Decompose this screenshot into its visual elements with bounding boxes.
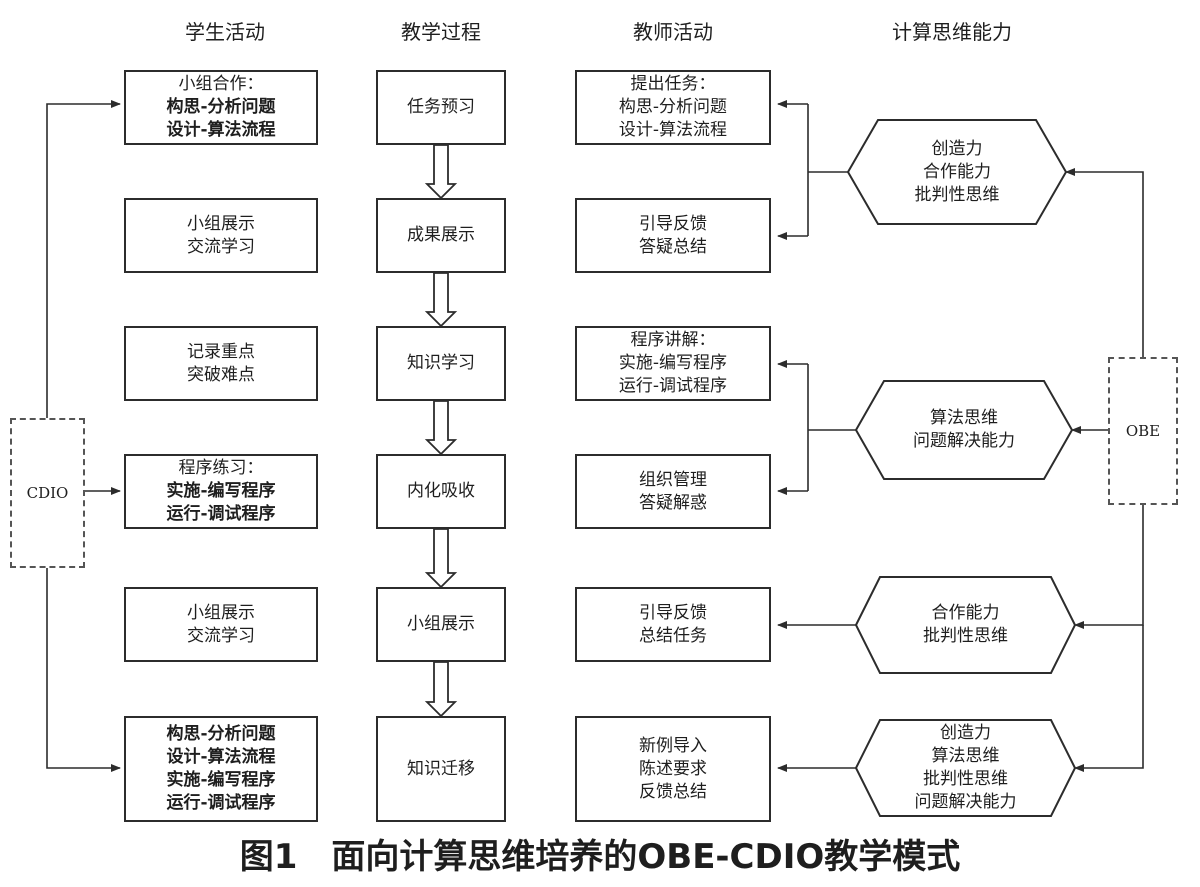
process-flow-arrows — [424, 144, 458, 718]
cdio-to-final-practice-arrow — [46, 568, 121, 772]
teacher-box-6-line: 新例导入 — [639, 735, 707, 756]
ability-to-teacher-connectors — [777, 100, 856, 772]
obe-connectors — [1065, 168, 1144, 772]
teacher-box-4-line: 组织管理 — [639, 469, 707, 490]
process-box-2: 成果展示 — [376, 198, 506, 273]
obe-to-ability4-arrow — [1074, 625, 1144, 772]
ability-3-line: 批判性思维 — [923, 626, 1008, 646]
obe-label: OBE — [1125, 421, 1161, 440]
ability-1-label: 创造力 合作能力 批判性思维 — [878, 120, 1036, 224]
cdio-box: CDIO — [10, 418, 85, 568]
cdio-label: CDIO — [26, 483, 69, 502]
teacher-box-2: 引导反馈 答疑总结 — [575, 198, 771, 273]
ability-1-line: 创造力 — [931, 138, 983, 159]
ability-3-label: 合作能力 批判性思维 — [880, 577, 1051, 673]
student-box-1-line: 设计-算法流程 — [166, 120, 276, 140]
cdio-to-group-cooperation-arrow — [46, 100, 121, 418]
process-down-arrow-4 — [424, 528, 458, 589]
ability-1-line: 合作能力 — [923, 161, 991, 182]
ability-hexagon-4 — [854, 719, 1077, 817]
header-computational-thinking: 计算思维能力 — [892, 20, 1012, 44]
process-down-arrow-2 — [424, 272, 458, 328]
teacher-box-5-line: 总结任务 — [639, 625, 707, 646]
process-box-3-label: 知识学习 — [407, 353, 475, 373]
obe-to-ability1-arrow — [1065, 168, 1144, 357]
ability-4-line: 批判性思维 — [923, 769, 1008, 789]
teacher-box-4-line: 答疑解惑 — [639, 492, 707, 513]
student-box-4-line: 程序练习： — [178, 458, 264, 478]
process-box-6-label: 知识迁移 — [407, 758, 475, 779]
obe-to-ability3-arrow — [1074, 505, 1144, 629]
ability-hexagon-1 — [846, 119, 1068, 225]
teacher-box-1-line: 设计-算法流程 — [618, 120, 728, 140]
teacher-box-6-line: 反馈总结 — [639, 781, 707, 802]
figure-caption: 图1 面向计算思维培养的OBE-CDIO教学模式 — [239, 837, 961, 877]
teacher-box-6: 新例导入 陈述要求 反馈总结 — [575, 716, 771, 822]
student-box-3: 记录重点 突破难点 — [124, 326, 318, 401]
teacher-box-3: 程序讲解： 实施-编写程序 运行-调试程序 — [575, 326, 771, 401]
student-box-5: 小组展示 交流学习 — [124, 587, 318, 662]
obe-box: OBE — [1108, 357, 1178, 505]
ability-2-line: 问题解决能力 — [913, 431, 1015, 451]
student-box-5-line: 交流学习 — [187, 625, 255, 646]
process-box-6: 知识迁移 — [376, 716, 506, 822]
student-box-2-line: 小组展示 — [187, 213, 255, 234]
teacher-box-1-line: 提出任务： — [630, 74, 716, 94]
process-box-4: 内化吸收 — [376, 454, 506, 529]
student-box-4-line: 运行-调试程序 — [166, 504, 276, 524]
ability-2-label: 算法思维 问题解决能力 — [884, 381, 1044, 479]
student-box-6: 构思-分析问题 设计-算法流程 实施-编写程序 运行-调试程序 — [124, 716, 318, 822]
student-box-4-line: 实施-编写程序 — [166, 481, 276, 501]
teacher-box-2-line: 答疑总结 — [639, 236, 707, 257]
teacher-box-1: 提出任务： 构思-分析问题 设计-算法流程 — [575, 70, 771, 145]
process-down-arrow-5 — [424, 661, 458, 718]
teacher-box-6-line: 陈述要求 — [639, 758, 707, 779]
student-box-6-line: 构思-分析问题 — [166, 724, 276, 744]
process-down-arrow-3 — [424, 400, 458, 456]
student-box-5-line: 小组展示 — [187, 602, 255, 623]
process-box-1: 任务预习 — [376, 70, 506, 145]
ability-4-label: 创造力 算法思维 批判性思维 问题解决能力 — [880, 720, 1051, 816]
process-box-2-label: 成果展示 — [407, 225, 475, 245]
process-box-4-label: 内化吸收 — [407, 481, 475, 501]
process-box-3: 知识学习 — [376, 326, 506, 401]
student-box-2-line: 交流学习 — [187, 236, 255, 257]
ability-4-line: 创造力 — [940, 723, 991, 743]
student-box-4: 程序练习： 实施-编写程序 运行-调试程序 — [124, 454, 318, 529]
teacher-box-5-line: 引导反馈 — [639, 602, 707, 623]
header-teaching-process: 教学过程 — [401, 20, 481, 44]
teacher-box-3-line: 程序讲解： — [630, 330, 716, 350]
student-box-6-line: 设计-算法流程 — [166, 747, 276, 767]
teacher-box-1-line: 构思-分析问题 — [618, 97, 728, 117]
ability-4-line: 算法思维 — [931, 746, 1000, 766]
student-box-3-line: 记录重点 — [187, 341, 255, 362]
teacher-box-3-line: 运行-调试程序 — [618, 376, 728, 396]
student-box-3-line: 突破难点 — [187, 364, 255, 385]
process-box-5-label: 小组展示 — [407, 614, 475, 634]
cdio-connectors — [46, 100, 121, 772]
process-box-5: 小组展示 — [376, 587, 506, 662]
ability-2-line: 算法思维 — [930, 408, 998, 428]
student-box-1-line: 构思-分析问题 — [166, 97, 276, 117]
student-box-6-line: 实施-编写程序 — [166, 770, 276, 790]
ability-hexagon-2 — [854, 380, 1074, 480]
teacher-box-4: 组织管理 答疑解惑 — [575, 454, 771, 529]
header-teacher-activity: 教师活动 — [633, 20, 713, 44]
process-box-1-label: 任务预习 — [407, 97, 475, 117]
ability-3-line: 合作能力 — [931, 603, 1000, 623]
ability-1-line: 批判性思维 — [914, 184, 1000, 205]
student-box-2: 小组展示 交流学习 — [124, 198, 318, 273]
ability-4-line: 问题解决能力 — [914, 792, 1017, 812]
student-box-6-line: 运行-调试程序 — [166, 793, 276, 813]
teacher-box-2-line: 引导反馈 — [639, 213, 707, 234]
student-box-1-line: 小组合作： — [178, 74, 264, 94]
header-student-activity: 学生活动 — [185, 20, 265, 44]
ability-hexagons — [846, 119, 1077, 817]
ability-hexagon-3 — [854, 576, 1077, 674]
process-down-arrow-1 — [424, 144, 458, 200]
student-box-1: 小组合作： 构思-分析问题 设计-算法流程 — [124, 70, 318, 145]
teacher-box-3-line: 实施-编写程序 — [618, 353, 728, 373]
teacher-box-5: 引导反馈 总结任务 — [575, 587, 771, 662]
